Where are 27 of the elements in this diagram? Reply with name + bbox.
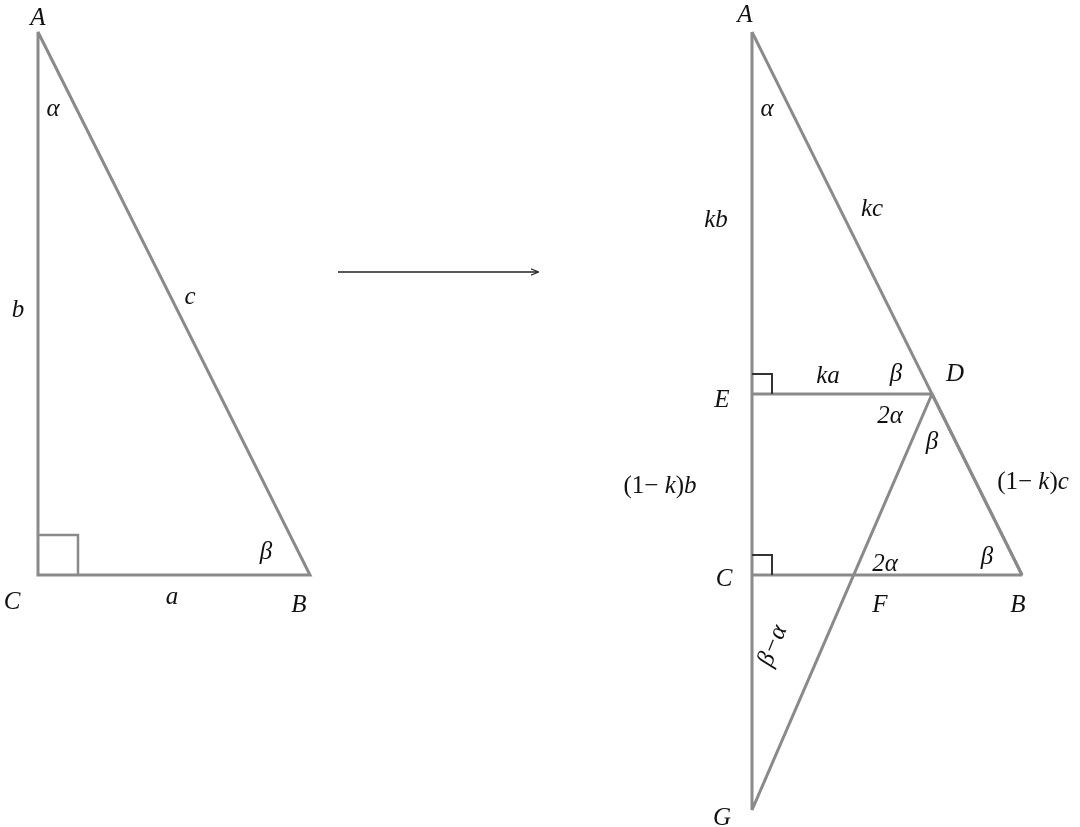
angle-label: 2α — [872, 549, 898, 575]
side-label: a — [165, 582, 179, 608]
side-label: c — [184, 282, 196, 308]
angle-label: 2α — [877, 401, 903, 427]
side-label: kc — [860, 194, 884, 220]
vertex-label: E — [714, 385, 730, 411]
vertex-label: D — [945, 359, 965, 385]
vertex-label: F — [872, 590, 888, 616]
angle-label: β — [889, 359, 903, 385]
side-label: b — [11, 295, 25, 321]
vertex-label: B — [1010, 590, 1026, 616]
angle-label: β — [259, 537, 273, 563]
angle-label: α — [46, 94, 60, 120]
vertex-label: C — [715, 564, 733, 590]
angle-label: α — [760, 94, 774, 120]
side-label: (1− k)c — [997, 467, 1069, 493]
vertex-label: C — [3, 587, 21, 613]
side-label: (1− k)b — [623, 471, 697, 497]
side-label: kb — [704, 205, 728, 231]
vertex-label: A — [30, 3, 46, 29]
vertex-label: G — [712, 803, 732, 827]
angle-label: β−α — [751, 620, 791, 670]
vertex-label: B — [291, 590, 307, 616]
vertex-label: A — [737, 0, 753, 26]
side-label: ka — [816, 361, 840, 387]
angle-label: β — [980, 542, 994, 568]
angle-label: β — [925, 427, 939, 453]
